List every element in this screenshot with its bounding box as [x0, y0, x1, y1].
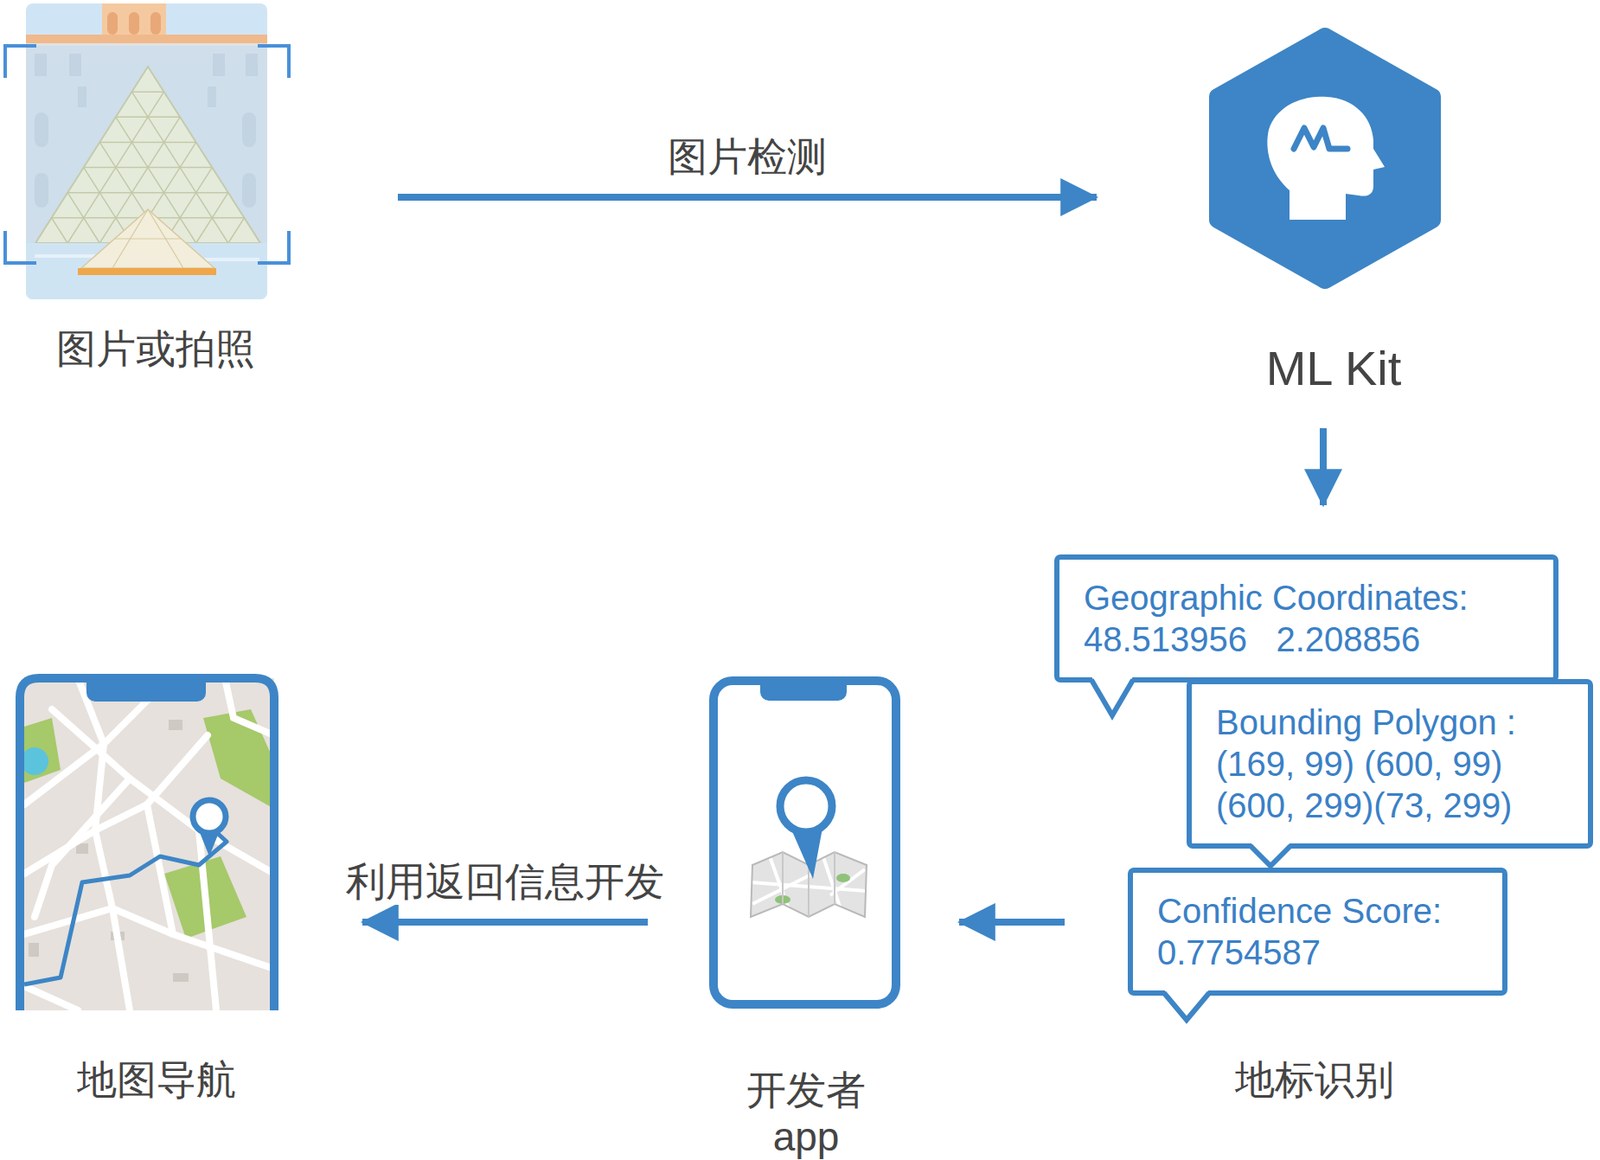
node-caption: 图片或拍照	[56, 325, 256, 372]
callout-heading: Geographic Coordinates:	[1083, 576, 1530, 619]
map-phone	[34, 778, 130, 917]
app-phone	[781, 851, 784, 904]
louvre-photo	[25, 3, 268, 300]
hexagon-outline	[1217, 36, 1433, 281]
map-phone	[24, 908, 275, 969]
callout-tail	[1164, 992, 1210, 1020]
louvre-photo	[81, 209, 215, 269]
map-phone	[24, 678, 275, 1011]
callout-heading: Bounding Polygon :	[1216, 701, 1564, 743]
map-phone	[224, 678, 275, 736]
callout-value: 48.513956 2.208856	[1083, 618, 1530, 660]
node-caption: 开发者 app	[736, 1066, 876, 1160]
mlkit-hexagon: ML Kit	[1207, 25, 1443, 291]
map-phone	[77, 678, 130, 1011]
node-caption: 地图导航	[76, 1056, 237, 1103]
app-phone	[713, 680, 896, 1005]
group-label: 地标识别	[1235, 1056, 1395, 1103]
map-phone: 地图导航	[15, 673, 279, 1011]
flow-arrow	[397, 193, 1097, 201]
app-phone	[807, 864, 810, 917]
louvre-photo	[25, 3, 268, 300]
flow-arrow	[362, 918, 648, 926]
map-phone	[51, 709, 275, 874]
hexagon-outline	[1207, 25, 1443, 291]
image-input: 图片或拍照	[3, 3, 291, 300]
app-phone: 开发者 app	[709, 676, 901, 1009]
callout-tail	[1091, 676, 1133, 716]
callout-tail	[1091, 679, 1133, 716]
result-callout: Geographic Coordinates:48.513956 2.20885…	[1054, 554, 1559, 683]
node-label: 地图导航	[76, 1056, 237, 1103]
app-phone	[833, 851, 836, 904]
callout-value: (169, 99) (600, 99) (600, 299)(73, 299)	[1216, 742, 1528, 826]
node-label: 开发者 app	[736, 1066, 876, 1160]
map-phone	[192, 800, 226, 833]
louvre-photo	[5, 3, 289, 300]
node-label: ML Kit	[1266, 339, 1402, 398]
map-phone	[24, 735, 208, 874]
louvre-photo	[5, 230, 37, 263]
louvre-photo	[25, 34, 268, 44]
app-phone	[780, 780, 832, 832]
callout-tail	[1164, 989, 1210, 1020]
louvre-photo	[150, 12, 161, 35]
node-label: 图片或拍照	[56, 325, 256, 372]
map-phone	[168, 719, 183, 730]
louvre-photo	[77, 268, 217, 276]
louvre-photo	[131, 90, 164, 93]
flow-arrow	[959, 918, 1065, 926]
result-callout: Bounding Polygon :(169, 99) (600, 99) (6…	[1186, 678, 1594, 849]
map-phone	[19, 678, 275, 1011]
app-phone	[836, 873, 851, 883]
result-callout: Confidence Score:0.7754587	[1127, 867, 1508, 996]
louvre-photo	[83, 166, 213, 169]
edge-label: 图片检测	[664, 133, 831, 180]
edge-label: 利用返回信息开发	[342, 857, 668, 905]
louvre-photo	[115, 237, 181, 239]
map-phone	[24, 678, 275, 1011]
callout-tail	[1250, 845, 1291, 866]
louvre-photo	[115, 116, 180, 119]
callout-value: 0.7754587	[1157, 931, 1479, 973]
louvre-photo	[67, 192, 229, 194]
louvre-photo	[228, 217, 245, 244]
app-phone	[713, 676, 896, 1005]
louvre-photo	[102, 3, 167, 39]
map-phone	[147, 804, 173, 935]
louvre-photo	[5, 45, 289, 263]
map-phone	[203, 709, 275, 809]
map-phone	[172, 972, 189, 982]
louvre-photo	[107, 12, 118, 35]
louvre-photo	[257, 45, 289, 78]
hexagon-outline	[1293, 128, 1348, 149]
hexagon-outline	[1267, 96, 1385, 220]
louvre-photo	[128, 12, 140, 35]
louvre-photo	[5, 45, 37, 78]
map-phone	[24, 747, 49, 775]
louvre-photo	[99, 141, 196, 144]
app-phone	[760, 676, 847, 701]
map-phone	[86, 673, 206, 702]
node-caption: ML Kit	[1266, 339, 1402, 398]
louvre-photo	[51, 217, 69, 244]
map-phone	[24, 830, 227, 985]
map-phone	[28, 942, 39, 957]
callout-heading: Confidence Score:	[1157, 889, 1479, 932]
callout-tail	[1250, 842, 1291, 866]
flow-arrow	[1319, 428, 1327, 506]
callout-tail	[1086, 677, 1139, 723]
map-phone	[24, 985, 78, 1011]
callout-tail	[1158, 990, 1215, 1027]
map-phone	[24, 678, 275, 1011]
map-phone	[19, 673, 275, 1011]
louvre-photo	[257, 230, 289, 263]
